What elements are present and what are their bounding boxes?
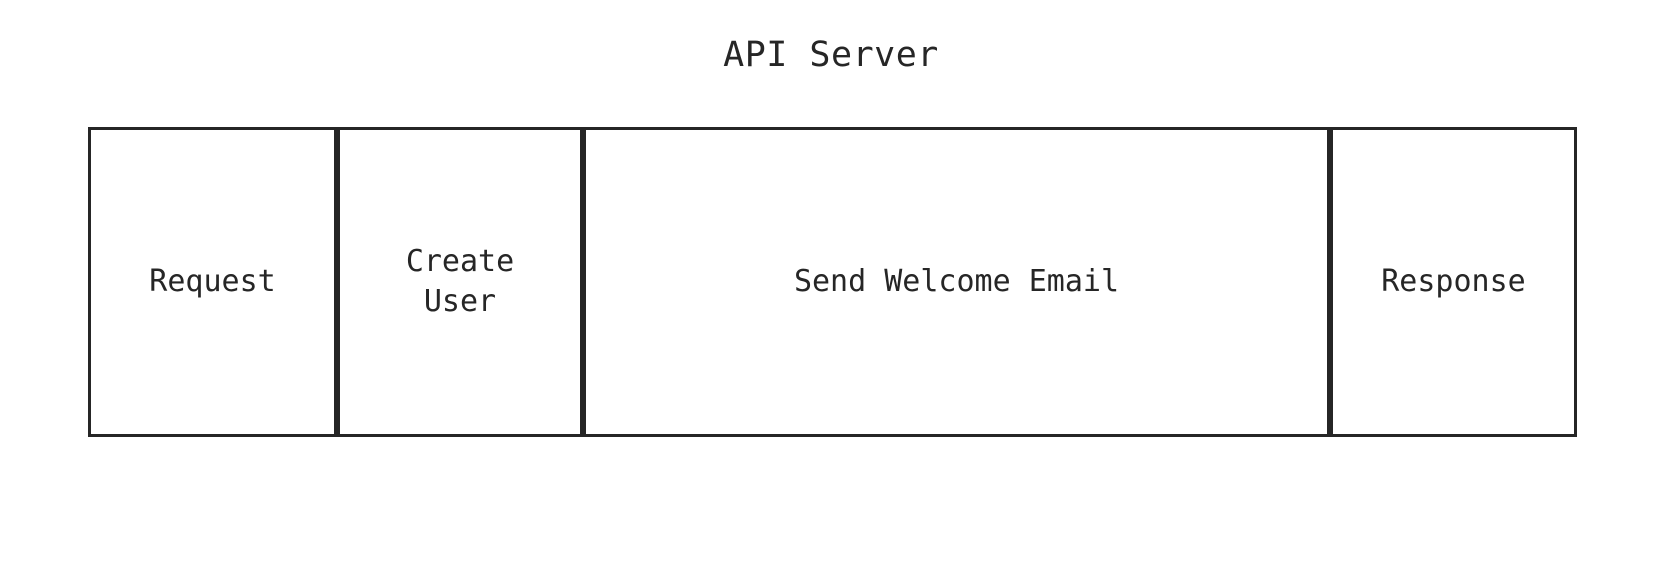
span-send-welcome-email-label: Send Welcome Email bbox=[793, 264, 1120, 299]
span-send-welcome-email: Send Welcome Email bbox=[583, 127, 1330, 437]
diagram-title: API Server bbox=[723, 35, 939, 75]
span-row: Request Create User Send Welcome Email R… bbox=[88, 127, 1577, 437]
span-request: Request bbox=[88, 127, 337, 437]
span-response-label: Response bbox=[1381, 264, 1526, 299]
span-request-label: Request bbox=[149, 264, 276, 299]
span-create-user: Create User bbox=[337, 127, 583, 437]
span-response: Response bbox=[1330, 127, 1577, 437]
span-create-user-label: Create User bbox=[405, 244, 515, 319]
